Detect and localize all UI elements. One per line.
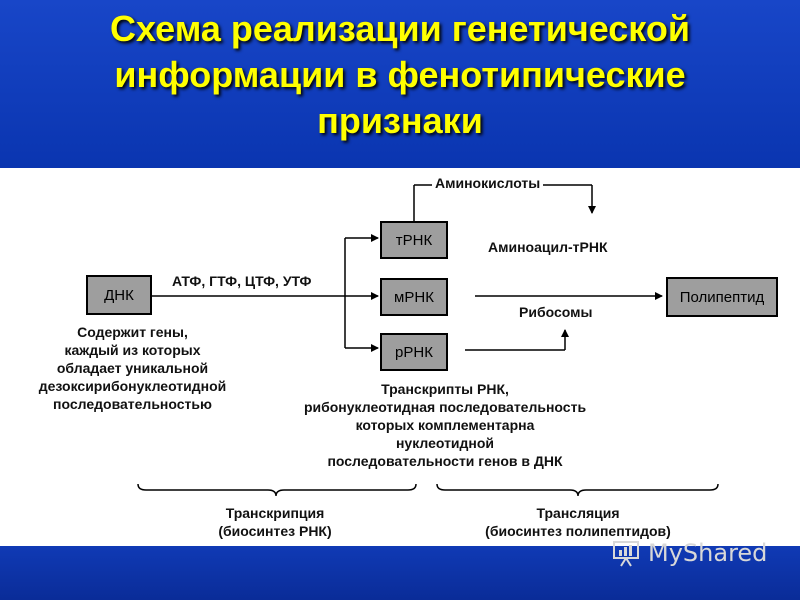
watermark-text: MyShared: [648, 539, 768, 567]
amino-acids-label: Аминокислоты: [432, 174, 544, 192]
polypeptide-label: Полипептид: [679, 288, 765, 306]
nucleotides-label: АТФ, ГТФ, ЦТФ, УТФ: [172, 273, 312, 289]
dna-box: ДНК: [86, 275, 152, 315]
myshared-watermark: MyShared: [612, 538, 767, 568]
transcription-label: Транскрипция (биосинтез РНК): [218, 505, 332, 539]
translation-brace: [436, 483, 719, 497]
trna-box: тРНК: [380, 221, 448, 259]
translation-label: Трансляция (биосинтез полипептидов): [485, 505, 671, 539]
polypeptide-box: Полипептид: [666, 277, 778, 317]
rrna-label: рРНК: [395, 343, 433, 361]
aminoacyl-trna-label: Аминоацил-тРНК: [488, 239, 608, 255]
trna-label: тРНК: [395, 231, 433, 249]
mrna-label: мРНК: [394, 288, 434, 306]
rrna-box: рРНК: [380, 333, 448, 371]
ribosomes-label: Рибосомы: [519, 304, 593, 320]
mrna-box: мРНК: [380, 278, 448, 316]
transcripts-description: Транскрипты РНК, рибонуклеотидная послед…: [303, 381, 587, 469]
header-band: Схема реализации генетической информации…: [0, 0, 800, 168]
transcription-brace: [137, 483, 417, 497]
dna-description: Содержит гены, каждый из которых обладае…: [38, 324, 227, 412]
footer-band: [0, 546, 800, 600]
slide-title: Схема реализации генетической информации…: [110, 8, 690, 141]
presentation-icon: [613, 541, 639, 567]
dna-label: ДНК: [104, 286, 134, 304]
